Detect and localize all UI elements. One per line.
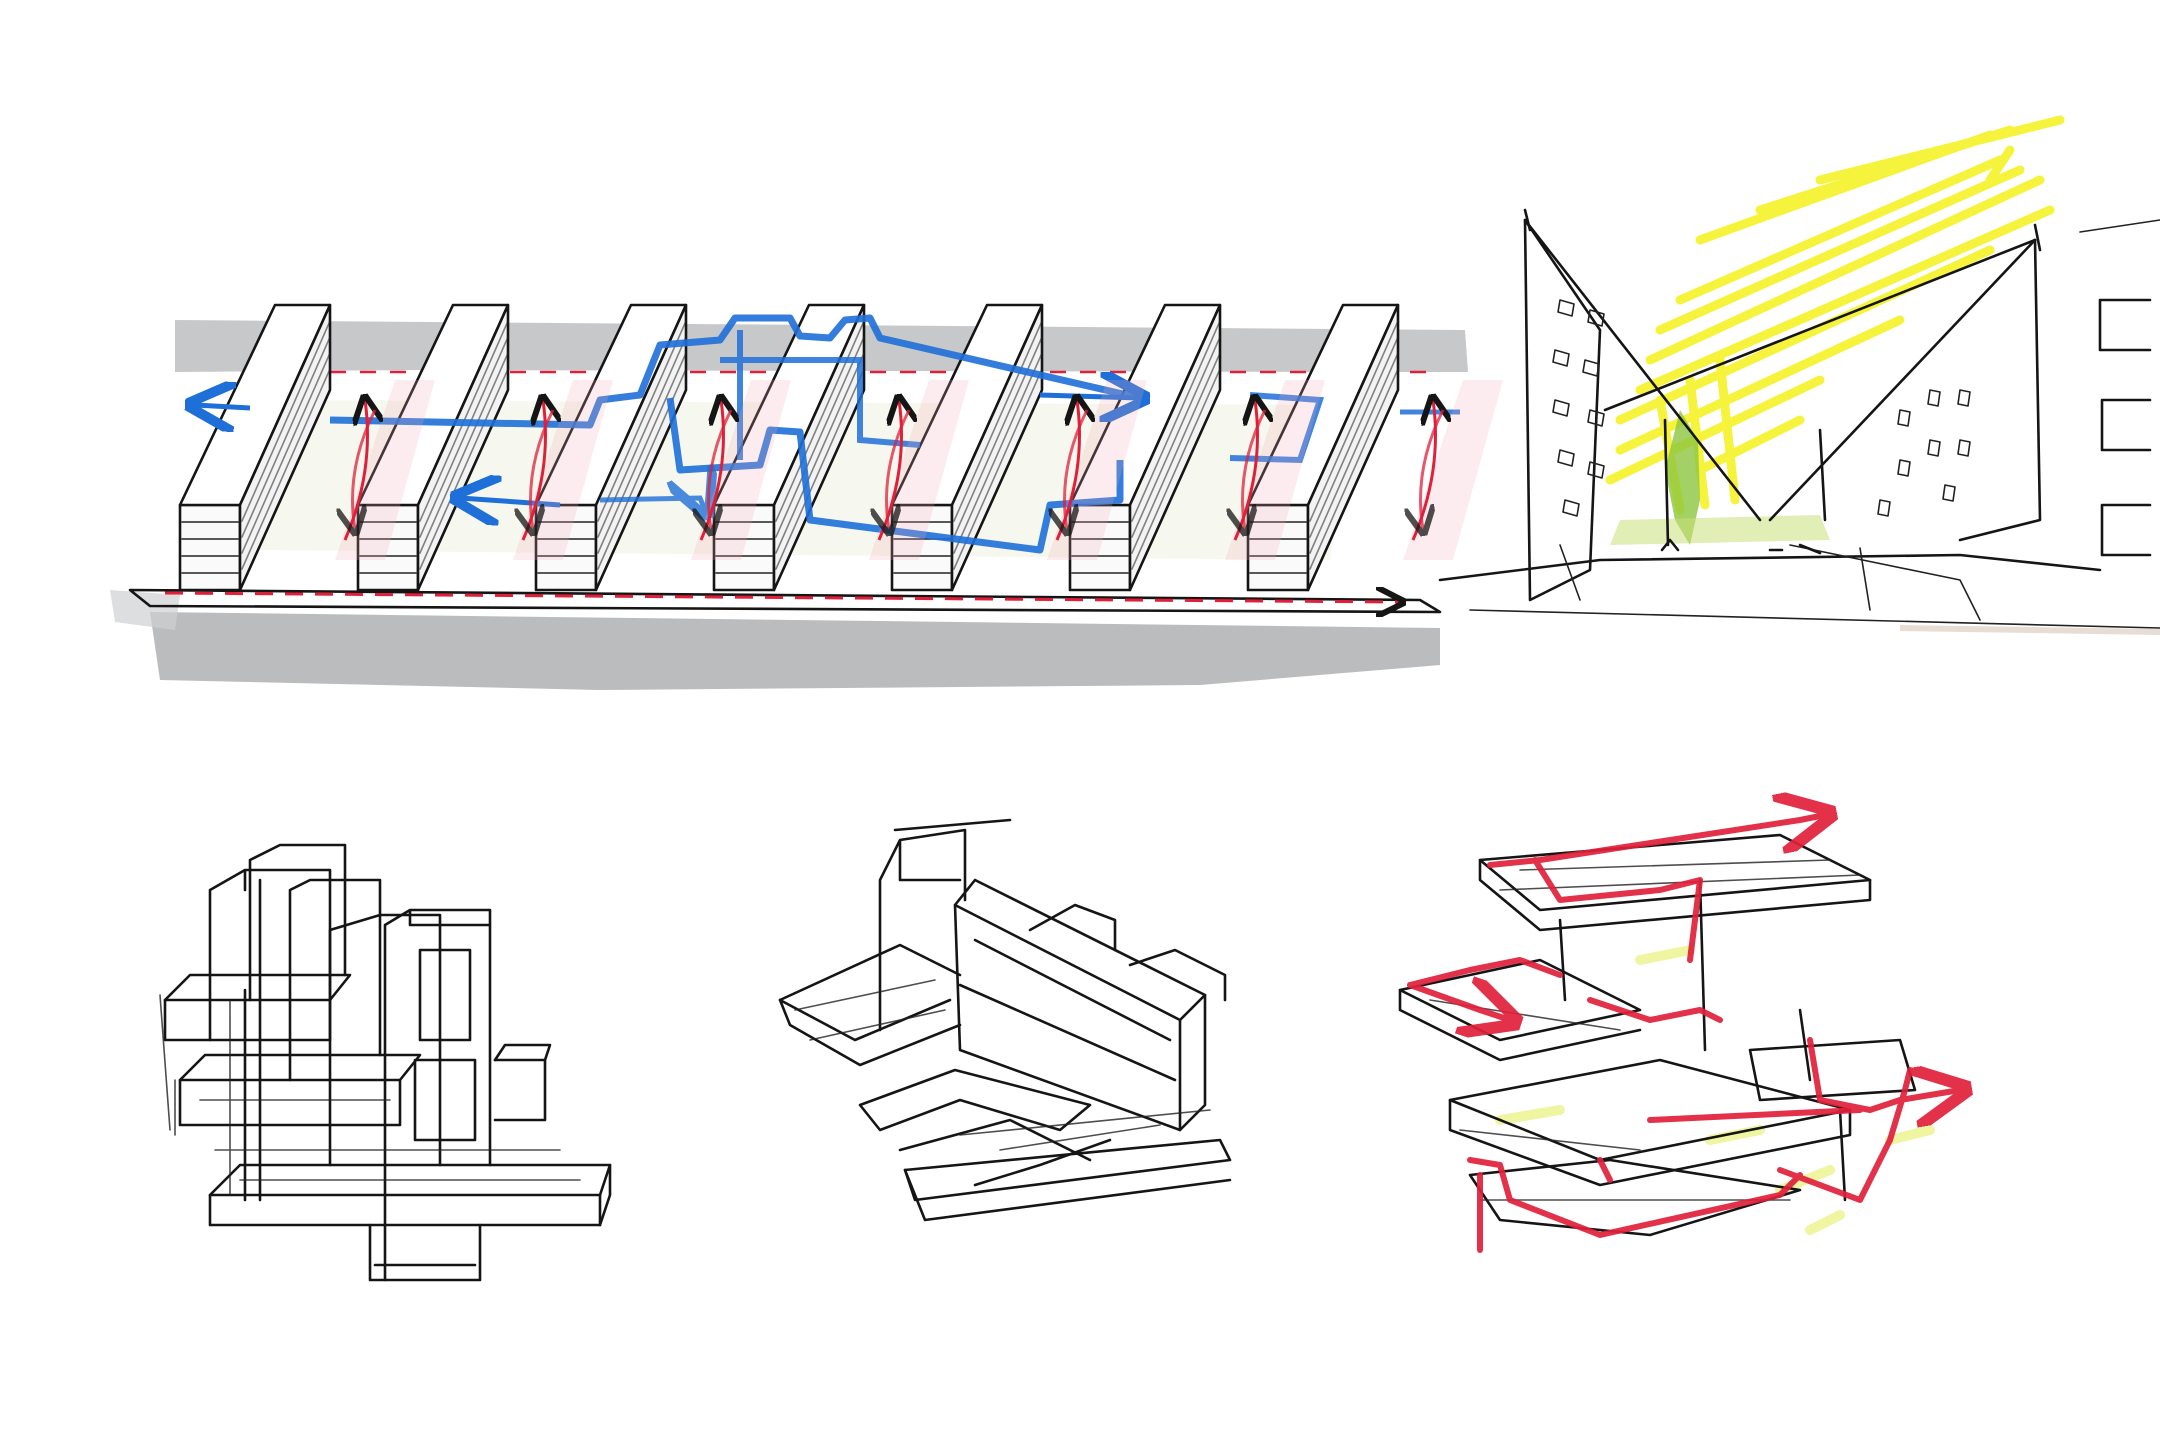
stacked-volumes-sketch-icon — [160, 845, 610, 1280]
slab-blocks-sketch-icon — [110, 305, 1503, 690]
pink-wash-icon — [1403, 380, 1503, 560]
layered-volumes-sketch-icon — [1400, 815, 1960, 1250]
courtyard-perspective-sketch-icon — [1440, 120, 2160, 632]
rotated-slab-sketch-icon — [780, 820, 1230, 1220]
